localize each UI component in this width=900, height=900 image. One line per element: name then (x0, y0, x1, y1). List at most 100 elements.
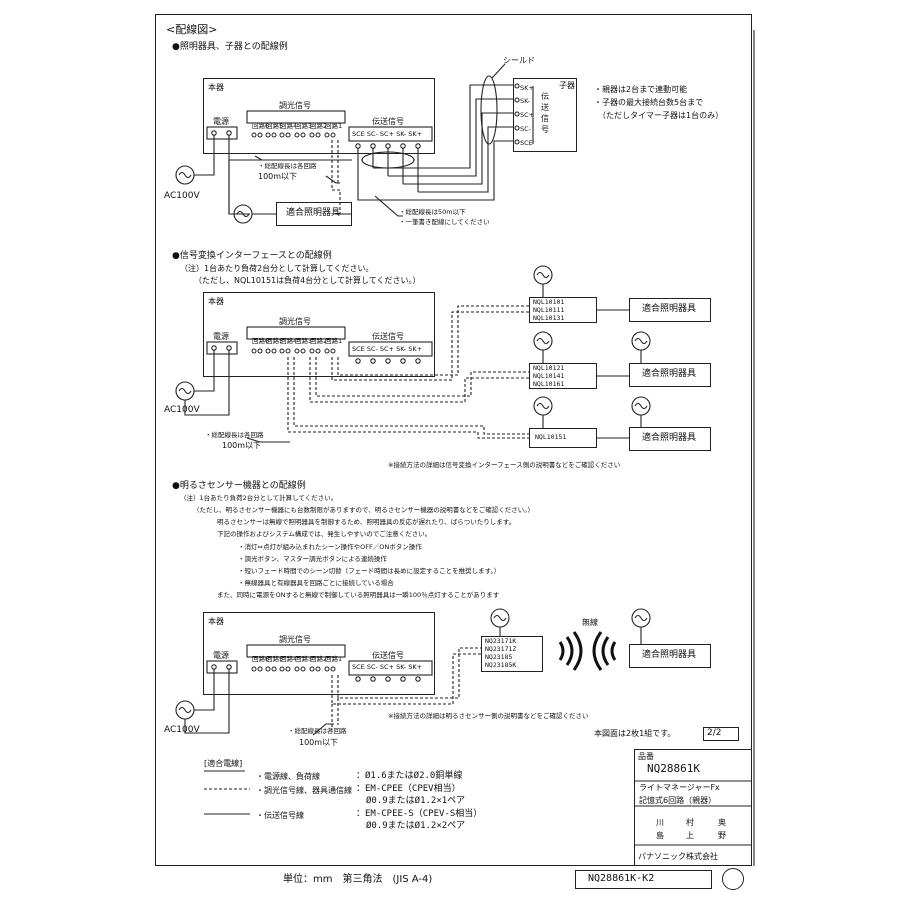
sec1-title: ●照明器具、子器との配線例 (172, 42, 288, 52)
sec3-c4: 回路4 (280, 655, 298, 663)
sec3-c6: 回路6 (252, 655, 270, 663)
sensor-box (481, 636, 543, 672)
sec2-c3: 回路3 (295, 337, 313, 345)
sec2-ac: AC100V (164, 405, 200, 415)
sec1-c6: 回路6 (252, 122, 270, 130)
s1-ac-wave (178, 171, 192, 179)
company: パナソニック株式会社 (638, 852, 718, 861)
sig2-c: 野 (718, 831, 726, 840)
sec1-note-a: ・親器は2台まで連動可能 (594, 85, 688, 94)
wires-dim-v2: Ø0.9またはØ1.2×1ペア (366, 796, 466, 806)
title-block (634, 749, 752, 866)
sec1-chokou: 調光信号 (279, 101, 311, 110)
sec1-c5: 回路5 (266, 122, 284, 130)
wires-title: [適合電線] (204, 759, 243, 768)
sec1-ac: AC100V (164, 191, 200, 201)
footer-circle (722, 868, 744, 890)
sig1-a: 川 (656, 818, 664, 827)
wires-power: ・電源線、負荷線 (256, 772, 320, 781)
sec2-c5: 回路5 (266, 337, 284, 345)
sec3-c2: 回路2 (310, 655, 328, 663)
sec3-c5: 回路5 (266, 655, 284, 663)
sec1-fixture: 適合照明器具 (286, 208, 341, 218)
if-box-2 (529, 363, 597, 389)
sec2-densou: 伝送信号 (372, 332, 404, 341)
if-box-3 (529, 428, 597, 448)
wireless-arcs (558, 631, 617, 671)
sec1-note50: ・総配線長は50m以下 (399, 208, 466, 216)
sec2-c1: 回路1 (325, 337, 343, 345)
sec3-total2: 100m以下 (299, 738, 339, 747)
sec1-total2: 100m以下 (258, 172, 298, 181)
wires-power-v: ：Ø1.6またはØ2.0銅単線 (356, 771, 463, 781)
koki-vert-2: 送 (541, 103, 549, 112)
sec2-note2: （ただし、NQL10151は負荷4台分として計算してください。） (194, 276, 421, 285)
sec3-honki: 本器 (208, 617, 224, 626)
sec2-fixture-box-1 (629, 298, 711, 322)
koki-term-sc-minus: SC- (520, 125, 532, 133)
sec1-dengen: 電源 (213, 117, 229, 126)
sec3-title: ●明るさセンサー機器との配線例 (172, 481, 306, 491)
sec3-line-0: （注）1台あたり負荷2台分として計算してください。 (180, 494, 338, 502)
koki-vert-3: 信 (541, 114, 549, 123)
koki-term-sce: SCE (520, 139, 533, 147)
sec1-shield: シールド (503, 56, 535, 65)
sec2-dengen: 電源 (213, 332, 229, 341)
sec3-line-2: 明るさセンサーは無線で照明器具を制御するため、照明器具の反応が遅れたり、ばらつい… (217, 518, 516, 526)
sec1-note-b: ・子器の最大接続台数5台まで (594, 98, 704, 107)
sec1-terms: SCE SC- SC+ SK- SK+ (352, 130, 423, 138)
sec3-ac: AC100V (164, 725, 200, 735)
sec2-c6: 回路6 (252, 337, 270, 345)
sec3-line-4: ・消灯⇔点灯が組み込まれたシーン操作やOFF／ONボタン操作 (238, 543, 422, 551)
sec3-densou: 伝送信号 (372, 651, 404, 660)
sec2-note1: （注）1台あたり負荷2台分として計算してください。 (180, 264, 374, 273)
s1-dengen-box (206, 126, 238, 140)
s1-term (211, 130, 217, 136)
sig2-a: 島 (656, 831, 664, 840)
sec3-line-7: ・無線器具と有線器具を回路ごとに接続している場合 (238, 579, 394, 587)
sec1-main-unit (203, 78, 435, 154)
if1-c: NQL10131 (533, 314, 565, 322)
if1-a: NQL10101 (533, 298, 565, 306)
sec3-line-3: 下記の操作およびシステム構成では、発生しやすいのでご注意ください。 (217, 530, 432, 538)
product-name-1: ライトマネージャーFx (639, 783, 720, 792)
sec1-c4: 回路4 (280, 122, 298, 130)
sec2-fixture-1: 適合照明器具 (642, 304, 697, 314)
sensor-3: NQ23185 (485, 653, 513, 661)
sec2-fixture-box-3 (629, 427, 711, 451)
sec1-koki: 子器 (559, 81, 575, 90)
wires-tx: ・伝送信号線 (256, 811, 304, 820)
koki-vert-4: 号 (541, 125, 549, 134)
wires-tx-v1: ：EM-CPEE-S（CPEV-S相当） (356, 809, 483, 819)
wires-dim: ・調光信号線、器具通信線 (256, 786, 352, 795)
s1-ac-wire2 (228, 135, 250, 215)
sec3-main-unit (203, 612, 435, 695)
sec3-c3: 回路3 (295, 655, 313, 663)
sec1-honki: 本器 (208, 83, 224, 92)
sec3-c1: 回路1 (325, 655, 343, 663)
circuit-terminals (251, 132, 336, 672)
s1-koki-shield (480, 75, 498, 145)
sec3-fixture: 適合照明器具 (642, 650, 697, 660)
sec3-line-8: また、同時に電源をONすると無線で制御している照明器具は一瞬100％点灯すること… (217, 591, 500, 599)
page-num-box (703, 727, 739, 741)
drawing-frame (155, 14, 752, 866)
sig2-b: 上 (686, 831, 694, 840)
product-name-2: 記憶式6回路（親器） (639, 796, 717, 805)
koki-term-sc-plus: SC+ (520, 111, 535, 119)
sec3-line-1: （ただし、明るさセンサー機器にも台数制限がありますので、明るさセンサー機器の説明… (193, 506, 534, 514)
sec1-total: ・総配線長は各回路 (258, 162, 317, 170)
sec1-koki-box (513, 78, 577, 152)
if2-c: NQL10161 (533, 380, 565, 388)
sec3-line-6: ・短いフェード時間でのシーン切替（フェード時間は長めに設定することを推奨します。… (238, 567, 501, 575)
if2-a: NQL10121 (533, 364, 565, 372)
sec3-dengen: 電源 (213, 651, 229, 660)
sensor-1: NQ23171K (485, 637, 517, 645)
koki-term-sk-plus: SK+ (520, 84, 534, 92)
wires-tx-v2: Ø0.9またはØ1.2×2ペア (366, 821, 466, 831)
sec2-detail: ※接続方法の詳細は信号変換インターフェース側の説明書などをご確認ください (388, 461, 621, 469)
koki-terminals (514, 83, 520, 145)
hinban: NQ28861K (647, 762, 700, 775)
sec1-c3: 回路3 (295, 122, 313, 130)
